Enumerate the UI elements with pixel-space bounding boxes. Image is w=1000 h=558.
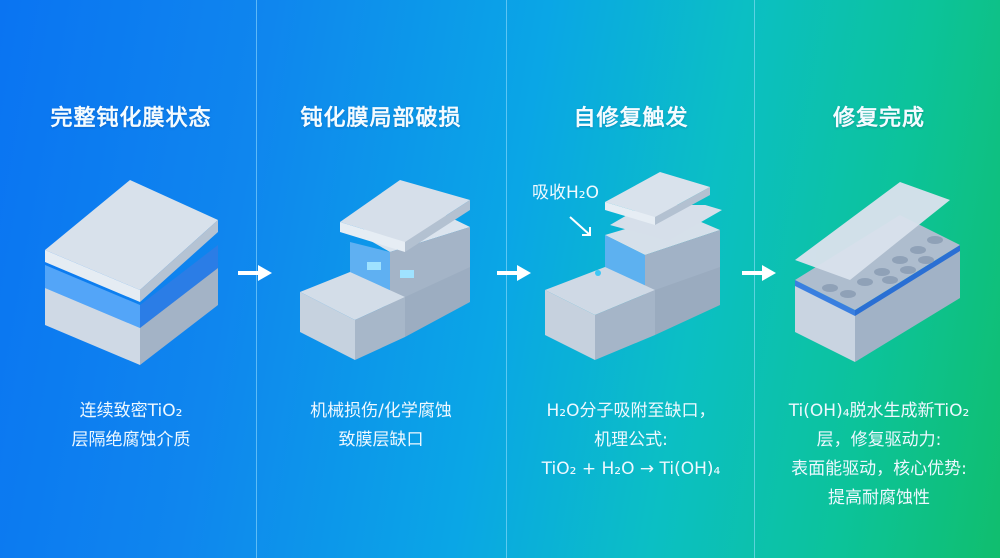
arrow-right-icon xyxy=(497,265,531,281)
desc-line: Ti(OH)₄脱水生成新TiO₂ xyxy=(788,401,970,421)
desc-line: 机理公式: xyxy=(594,430,668,450)
step-title: 自修复触发 xyxy=(573,106,689,131)
arrow-right-icon xyxy=(238,265,272,281)
intact-film-block-illustration xyxy=(45,180,218,365)
desc-line: 连续致密TiO₂ xyxy=(79,401,183,421)
self-repair-block-illustration xyxy=(545,205,722,360)
step-description: Ti(OH)₄脱水生成新TiO₂ 层，修复驱动力: 表面能驱动，核心优势: 提高… xyxy=(754,397,1000,513)
arrow-right-icon xyxy=(742,265,776,281)
step-panel-1: 完整钝化膜状态 连续致密TiO₂ 层隔绝腐蚀介质 xyxy=(6,0,256,558)
repaired-film-block-illustration xyxy=(795,182,960,362)
desc-line: 表面能驱动，核心优势: xyxy=(791,459,967,479)
step-panel-3: 自修复触发 H₂O分子吸附至缺口， 机理公式: TiO₂ + H₂O → Ti(… xyxy=(506,0,756,558)
panel-divider-3 xyxy=(754,0,755,558)
desc-line: 层隔绝腐蚀介质 xyxy=(71,430,191,450)
desc-line: TiO₂ + H₂O → Ti(OH)₄ xyxy=(541,459,721,479)
panel-divider-2 xyxy=(506,0,507,558)
desc-line: 提高耐腐蚀性 xyxy=(828,488,930,508)
step-title: 钝化膜局部破损 xyxy=(300,106,462,131)
self-repair-top-plate xyxy=(605,172,710,225)
step-description: 机械损伤/化学腐蚀 致膜层缺口 xyxy=(256,397,506,455)
desc-line: 层，修复驱动力: xyxy=(816,430,942,450)
step-description: 连续致密TiO₂ 层隔绝腐蚀介质 xyxy=(6,397,256,455)
desc-line: H₂O分子吸附至缺口， xyxy=(546,401,716,421)
step-title: 完整钝化膜状态 xyxy=(50,106,212,131)
absorb-water-annotation: 吸收H₂O xyxy=(532,183,599,203)
step-description: H₂O分子吸附至缺口， 机理公式: TiO₂ + H₂O → Ti(OH)₄ xyxy=(506,397,756,484)
step-panel-2: 钝化膜局部破损 机械损伤/化学腐蚀 致膜层缺口 xyxy=(256,0,506,558)
desc-line: 致膜层缺口 xyxy=(338,430,424,450)
panel-divider-1 xyxy=(256,0,257,558)
step-title: 修复完成 xyxy=(832,106,925,131)
desc-line: 机械损伤/化学腐蚀 xyxy=(310,401,452,421)
damaged-film-block-illustration xyxy=(300,180,470,360)
step-panel-4: 修复完成 Ti(OH)₄脱水生成新TiO₂ 层，修复驱动力: 表面能驱动，核心优… xyxy=(754,0,1000,558)
